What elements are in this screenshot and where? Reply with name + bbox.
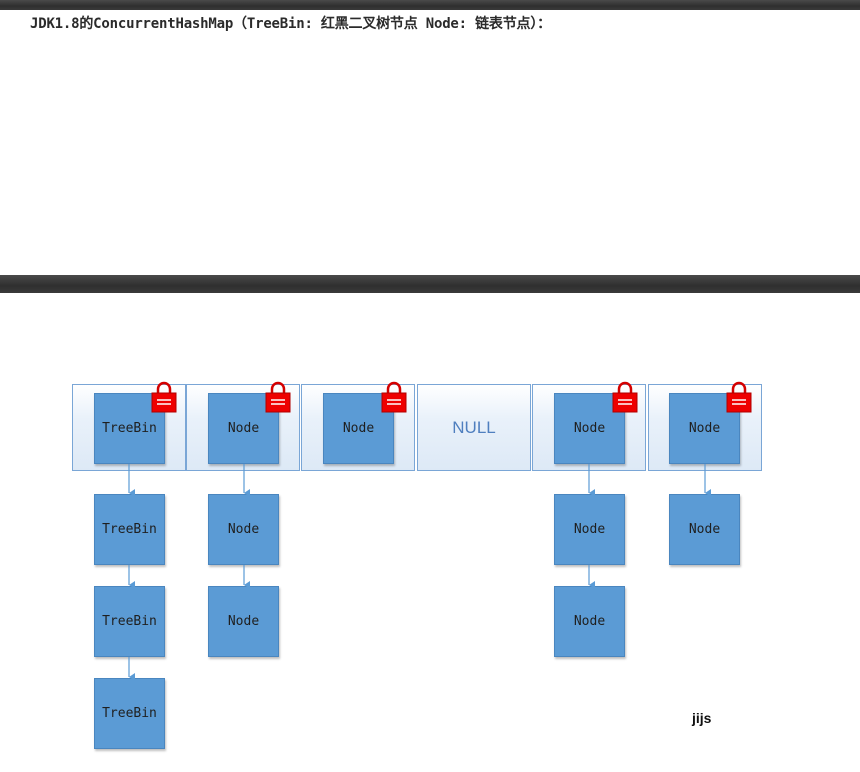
slot-node-1: TreeBin	[94, 393, 165, 464]
page-heading: JDK1.8的ConcurrentHashMap（TreeBin: 红黑二叉树节…	[30, 16, 551, 32]
chain5-node-1: Node	[554, 494, 625, 565]
chain1-node-2: TreeBin	[94, 586, 165, 657]
lock-icon	[726, 381, 752, 413]
lock-icon	[612, 381, 638, 413]
lock-icon	[151, 381, 177, 413]
chain2-node-1: Node	[208, 494, 279, 565]
section-divider-bar	[0, 275, 860, 293]
chain1-node-3: TreeBin	[94, 678, 165, 749]
slot-null-label: NULL	[452, 417, 496, 437]
lock-icon	[381, 381, 407, 413]
top-window-bar	[0, 0, 860, 10]
watermark-text: jijs	[692, 710, 712, 726]
chain2-node-2: Node	[208, 586, 279, 657]
lock-icon	[265, 381, 291, 413]
chain6-node-1: Node	[669, 494, 740, 565]
table-cell-4	[417, 384, 531, 471]
chain1-node-1: TreeBin	[94, 494, 165, 565]
